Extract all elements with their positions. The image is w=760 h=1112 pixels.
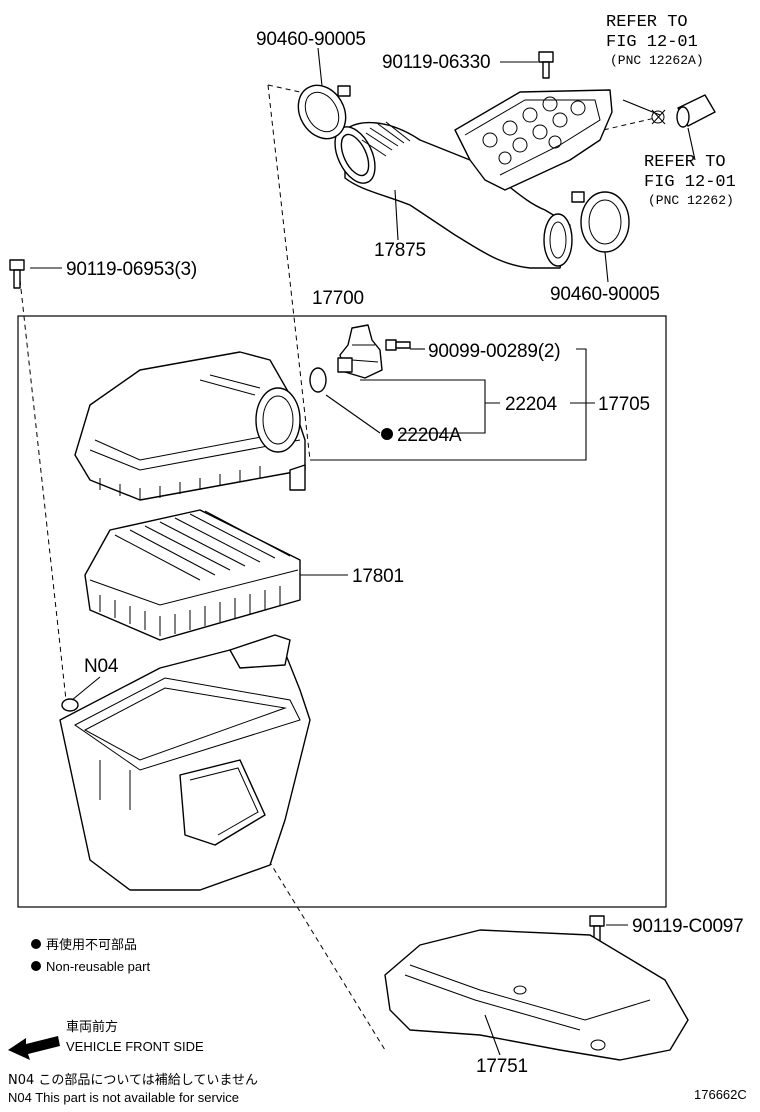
air-cleaner-cap xyxy=(74,351,306,501)
reference-2-line1: REFER TO xyxy=(644,153,726,172)
part-number-grommet: N04 xyxy=(84,656,119,677)
part-number-screw-sensor: 90099-00289(2) xyxy=(428,341,560,362)
air-flow-sensor xyxy=(337,324,383,379)
reference-1-line1: REFER TO xyxy=(606,13,688,32)
part-number-cap-sub-assy: 17705 xyxy=(598,394,650,415)
reference-2-line3: (PNC 12262) xyxy=(648,193,734,208)
note-n04-en: N04 This part is not available for servi… xyxy=(8,1090,239,1105)
hose-connector xyxy=(651,94,716,128)
leader-lines xyxy=(30,47,696,1056)
front-arrow-icon xyxy=(8,1036,60,1060)
part-number-hose: 17875 xyxy=(374,240,426,261)
note-n04-jp: N04 この部品については補給していません xyxy=(8,1073,258,1088)
part-number-sensor-ring: 22204A xyxy=(397,425,462,446)
legend-en: Non-reusable part xyxy=(46,959,150,974)
assembly-frame xyxy=(17,315,667,908)
non-reusable-dot xyxy=(381,428,393,440)
reference-2-line2: FIG 12-01 xyxy=(644,173,736,192)
sensor-o-ring xyxy=(309,367,327,393)
part-number-guide: 17751 xyxy=(476,1056,528,1077)
filter-element xyxy=(84,509,301,641)
part-number-bolt-bottom: 90119-C0097 xyxy=(632,916,744,937)
part-number-bolt-left: 90119-06953(3) xyxy=(66,259,197,280)
reference-1-line3: (PNC 12262A) xyxy=(610,53,704,68)
hose-clamp-right xyxy=(571,191,630,253)
part-number-cleaner-assy: 17700 xyxy=(312,288,364,309)
bolt-icon xyxy=(538,51,554,79)
bolt-icon xyxy=(9,259,25,289)
grommet xyxy=(61,698,79,712)
part-number-bolt-top: 90119-06330 xyxy=(382,52,490,73)
intake-hose xyxy=(334,121,573,269)
reference-1-line2: FIG 12-01 xyxy=(606,33,698,52)
part-number-filter: 17801 xyxy=(352,566,404,587)
part-number-clamp-right: 90460-90005 xyxy=(550,284,660,305)
legend-dot-icon xyxy=(31,939,41,949)
screw-icon xyxy=(385,339,411,351)
air-cleaner-guide xyxy=(384,929,689,1061)
part-number-sensor: 22204 xyxy=(505,394,557,415)
front-en: VEHICLE FRONT SIDE xyxy=(66,1039,204,1054)
hose-clamp-top xyxy=(297,84,351,140)
legend-dot-icon xyxy=(31,961,41,971)
air-cleaner-case xyxy=(59,634,311,891)
part-number-clamp-top: 90460-90005 xyxy=(256,29,366,50)
legend-jp: 再使用不可部品 xyxy=(46,937,137,953)
resonator-bracket xyxy=(454,89,613,191)
diagram-id: 176662C xyxy=(694,1087,747,1102)
front-jp: 車両前方 xyxy=(66,1019,118,1035)
